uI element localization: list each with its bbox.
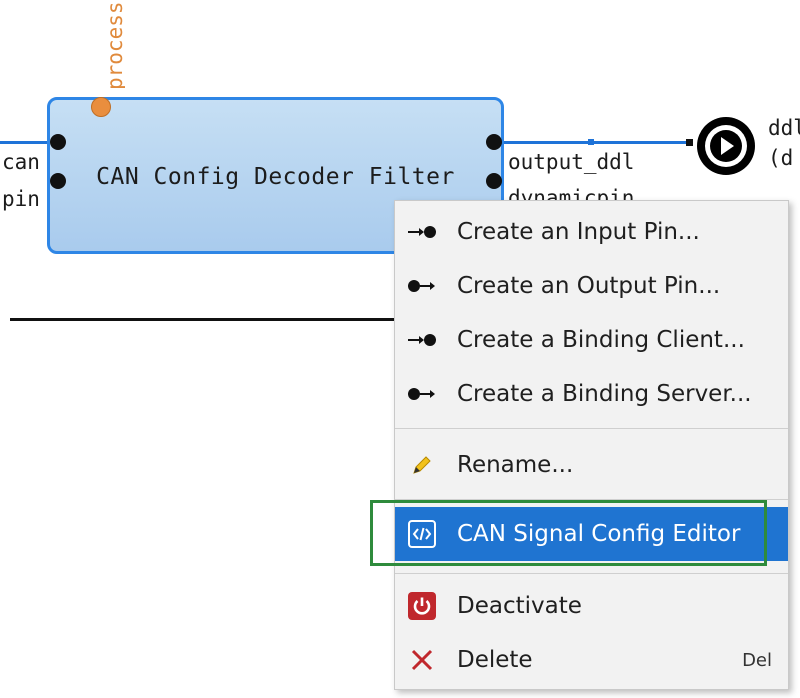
wire-end-marker xyxy=(686,139,693,146)
menu-item-label: Create an Output Pin... xyxy=(457,273,721,299)
menu-item-deactivate[interactable]: Deactivate xyxy=(395,579,788,633)
menu-separator xyxy=(395,499,788,500)
menu-item-label: Create an Input Pin... xyxy=(457,219,700,245)
filter-node-title: CAN Config Decoder Filter xyxy=(96,164,455,190)
input-pin-icon xyxy=(407,217,437,247)
input-pin-pin[interactable] xyxy=(50,173,66,189)
menu-item-label: Rename... xyxy=(457,452,574,478)
menu-item-create-binding-client[interactable]: Create a Binding Client... xyxy=(395,313,788,367)
menu-item-rename[interactable]: Rename... xyxy=(395,438,788,492)
binding-server-icon xyxy=(407,379,437,409)
left-pin-label-pin: pin xyxy=(2,187,40,211)
process-pin-label: process xyxy=(103,1,125,90)
menu-item-create-input-pin[interactable]: Create an Input Pin... xyxy=(395,205,788,259)
menu-item-delete[interactable]: Delete Del xyxy=(395,633,788,687)
canvas-connection-line xyxy=(10,318,410,321)
play-icon[interactable] xyxy=(697,117,755,175)
process-pin[interactable] xyxy=(91,97,111,117)
menu-item-create-binding-server[interactable]: Create a Binding Server... xyxy=(395,367,788,421)
menu-item-shortcut: Del xyxy=(742,649,772,671)
power-icon xyxy=(407,591,437,621)
ddl-node-sublabel: (d xyxy=(768,146,794,170)
pencil-icon xyxy=(407,450,437,480)
binding-client-icon xyxy=(407,325,437,355)
input-wire[interactable] xyxy=(0,141,50,144)
ddl-node-label: ddl xyxy=(768,116,800,140)
wire-waypoint xyxy=(588,139,594,145)
input-pin-can[interactable] xyxy=(50,134,66,150)
menu-item-label: Create a Binding Server... xyxy=(457,381,752,407)
menu-item-create-output-pin[interactable]: Create an Output Pin... xyxy=(395,259,788,313)
menu-item-label: Delete xyxy=(457,647,533,673)
output-pin-dynamicpin[interactable] xyxy=(486,173,502,189)
menu-item-can-signal-config-editor[interactable]: CAN Signal Config Editor xyxy=(395,507,788,561)
menu-item-label: Create a Binding Client... xyxy=(457,327,745,353)
right-pin-label-output-ddl: output_ddl xyxy=(508,150,635,174)
close-icon xyxy=(407,645,437,675)
menu-item-label: CAN Signal Config Editor xyxy=(457,521,741,547)
context-menu: Create an Input Pin... Create an Output … xyxy=(394,200,789,690)
annotation-highlight-box xyxy=(370,500,767,566)
menu-separator xyxy=(395,428,788,429)
code-editor-icon xyxy=(407,519,437,549)
menu-item-label: Deactivate xyxy=(457,593,582,619)
output-pin-icon xyxy=(407,271,437,301)
output-wire[interactable] xyxy=(504,141,690,144)
left-pin-label-can: can xyxy=(2,150,40,174)
play-icon-triangle xyxy=(721,137,734,155)
output-pin-output-ddl[interactable] xyxy=(486,134,502,150)
menu-separator xyxy=(395,573,788,574)
